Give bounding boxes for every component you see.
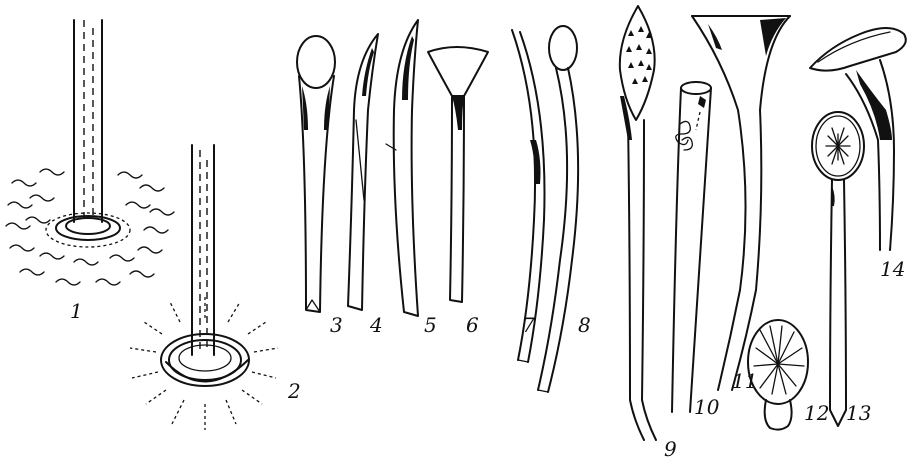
label-14: 14	[880, 257, 905, 281]
label-1: 1	[70, 299, 83, 323]
item-13-oval-star-hair-drawing	[812, 112, 864, 426]
label-13: 13	[846, 401, 871, 425]
label-5: 5	[424, 313, 437, 337]
item-10-spiral-hair-drawing	[672, 82, 711, 412]
label-8: 8	[578, 313, 591, 337]
label-4: 4	[369, 313, 383, 337]
item-9-lanceolate-hair-drawing	[620, 6, 656, 440]
item-11-trumpet-hair-drawing	[692, 16, 790, 390]
label-11: 11	[732, 369, 757, 393]
item-5-blade-hair-drawing	[386, 20, 418, 316]
label-2: 2	[287, 379, 301, 403]
item-1-hair-follicle-drawing	[6, 20, 174, 285]
label-10: 10	[694, 395, 720, 419]
item-6-fan-hair-drawing	[428, 47, 488, 302]
label-12: 12	[804, 401, 829, 425]
item-14-hooked-cap-hair-drawing	[810, 28, 906, 250]
label-3: 3	[330, 313, 343, 337]
label-9: 9	[664, 437, 677, 461]
label-7: 7	[522, 313, 535, 337]
item-4-blade-hair-drawing	[348, 34, 378, 310]
label-6: 6	[466, 313, 479, 337]
item-3-club-hair-drawing	[297, 36, 335, 312]
